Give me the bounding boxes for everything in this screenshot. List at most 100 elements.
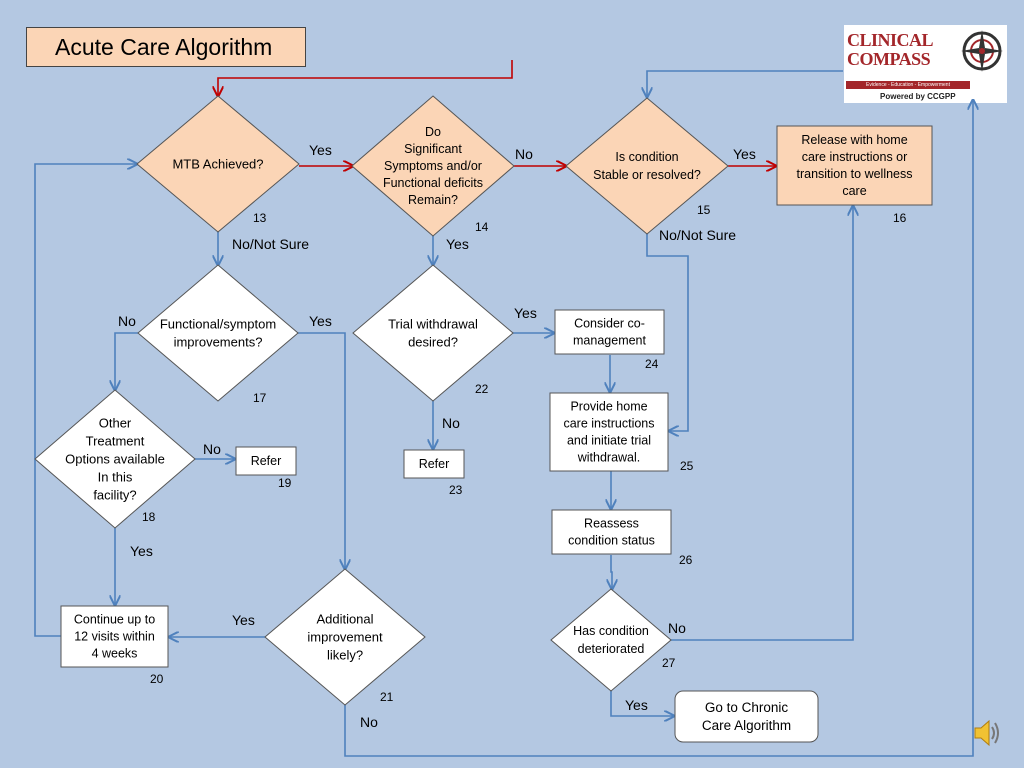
step-number: 13	[253, 211, 267, 225]
step-number: 20	[150, 672, 164, 686]
edge-label: No	[668, 620, 686, 636]
node-n17: Functional/symptom improvements? 17	[137, 264, 299, 405]
node-text-line: 12 visits within	[74, 630, 155, 644]
logo-powered-by: Powered by CCGPP	[880, 92, 956, 101]
node-text-line: Release with home	[801, 133, 907, 147]
node-text-line: In this	[98, 470, 133, 485]
edge-label: No/Not Sure	[232, 236, 309, 252]
connector-arrow	[298, 332, 345, 569]
process-box-n19	[235, 446, 297, 476]
process-box-n26	[551, 509, 672, 555]
process-box-n23	[403, 449, 465, 479]
node-text-line: Functional/symptom	[160, 317, 276, 332]
connector-arrow	[611, 555, 612, 589]
step-number: 21	[380, 690, 394, 704]
connector-arrow	[218, 60, 513, 96]
node-text-line: Symptoms and/or	[384, 159, 482, 173]
step-number: 17	[253, 391, 267, 405]
connector-arrow	[646, 234, 689, 431]
connector-layer	[34, 60, 973, 757]
speaker-icon[interactable]	[972, 716, 1002, 750]
edge-label: No	[442, 415, 460, 431]
decision-diamond-n27	[550, 588, 672, 692]
logo-line2: COMPASS	[847, 49, 931, 69]
page-title: Acute Care Algorithm	[26, 27, 306, 67]
node-text-line: management	[573, 334, 646, 348]
node-n24: Consider co-management 24	[554, 309, 665, 371]
page-title-text: Acute Care Algorithm	[55, 33, 273, 60]
node-text-line: Treatment	[86, 434, 145, 449]
edge-label: Yes	[232, 612, 255, 628]
decision-diamond-n17	[137, 264, 299, 402]
node-text-line: and initiate trial	[567, 434, 651, 448]
decision-diamond-n22	[352, 264, 514, 402]
node-text-line: condition status	[568, 534, 655, 548]
compass-icon	[961, 30, 1003, 72]
node-text-line: Refer	[419, 457, 450, 471]
logo-wordmark: CLINICAL COMPASS	[847, 30, 934, 69]
node-text-line: care instructions	[563, 417, 654, 431]
connector-arrow	[344, 100, 973, 757]
node-text-line: facility?	[93, 488, 136, 503]
node-n25: Provide home care instructions and initiat…	[549, 392, 694, 473]
logo-line1: CLINICAL	[847, 30, 934, 50]
node-n13: MTB Achieved?13	[136, 95, 300, 233]
edge-label: Yes	[309, 313, 332, 329]
node-text-line: care instructions or	[802, 150, 908, 164]
process-box-chronic	[674, 690, 819, 743]
edge-label: Yes	[446, 236, 469, 252]
node-text-line: Reassess	[584, 517, 639, 531]
edge-label: Yes	[625, 697, 648, 713]
process-box-n20	[60, 605, 169, 668]
node-text-line: Stable or resolved?	[593, 168, 701, 182]
node-text-line: transition to wellness	[796, 167, 912, 181]
step-number: 27	[662, 656, 676, 670]
node-text-line: Care Algorithm	[702, 718, 791, 733]
node-text-line: Significant	[404, 142, 462, 156]
node-text-line: improvements?	[174, 335, 263, 350]
connector-arrow	[115, 332, 138, 390]
node-text-line: Has condition	[573, 624, 649, 638]
node-n23: Refer 23	[403, 449, 465, 497]
decision-diamond-n18	[34, 389, 196, 529]
node-text-line: Other	[99, 416, 132, 431]
node-n19: Refer 19	[235, 446, 297, 490]
node-text-line: Refer	[251, 454, 282, 468]
decision-diamond-n15	[565, 97, 729, 235]
connector-arrow	[647, 70, 843, 97]
step-number: 24	[645, 357, 659, 371]
decision-diamond-n21	[264, 568, 426, 706]
decision-diamond-n13	[136, 95, 300, 233]
step-number: 23	[449, 483, 463, 497]
edge-label: No	[203, 441, 221, 457]
node-text-line: Functional deficits	[383, 176, 483, 190]
step-number: 16	[893, 211, 907, 225]
edge-label: Yes	[130, 543, 153, 559]
node-text-line: Provide home	[570, 400, 647, 414]
edge-label: No	[118, 313, 136, 329]
edge-label: No	[360, 714, 378, 730]
edge-label: Yes	[733, 146, 756, 162]
process-box-n24	[554, 309, 665, 355]
process-box-n25	[549, 392, 669, 472]
step-number: 19	[278, 476, 292, 490]
node-text-line: likely?	[327, 648, 363, 663]
step-number: 22	[475, 382, 489, 396]
node-text-line: Trial withdrawal	[388, 317, 478, 332]
node-text-line: Consider co-	[574, 317, 645, 331]
node-text-line: Options available	[65, 452, 165, 467]
connector-arrow	[610, 691, 674, 716]
edge-label: Yes	[309, 142, 332, 158]
node-text-line: Go to Chronic	[705, 700, 789, 715]
